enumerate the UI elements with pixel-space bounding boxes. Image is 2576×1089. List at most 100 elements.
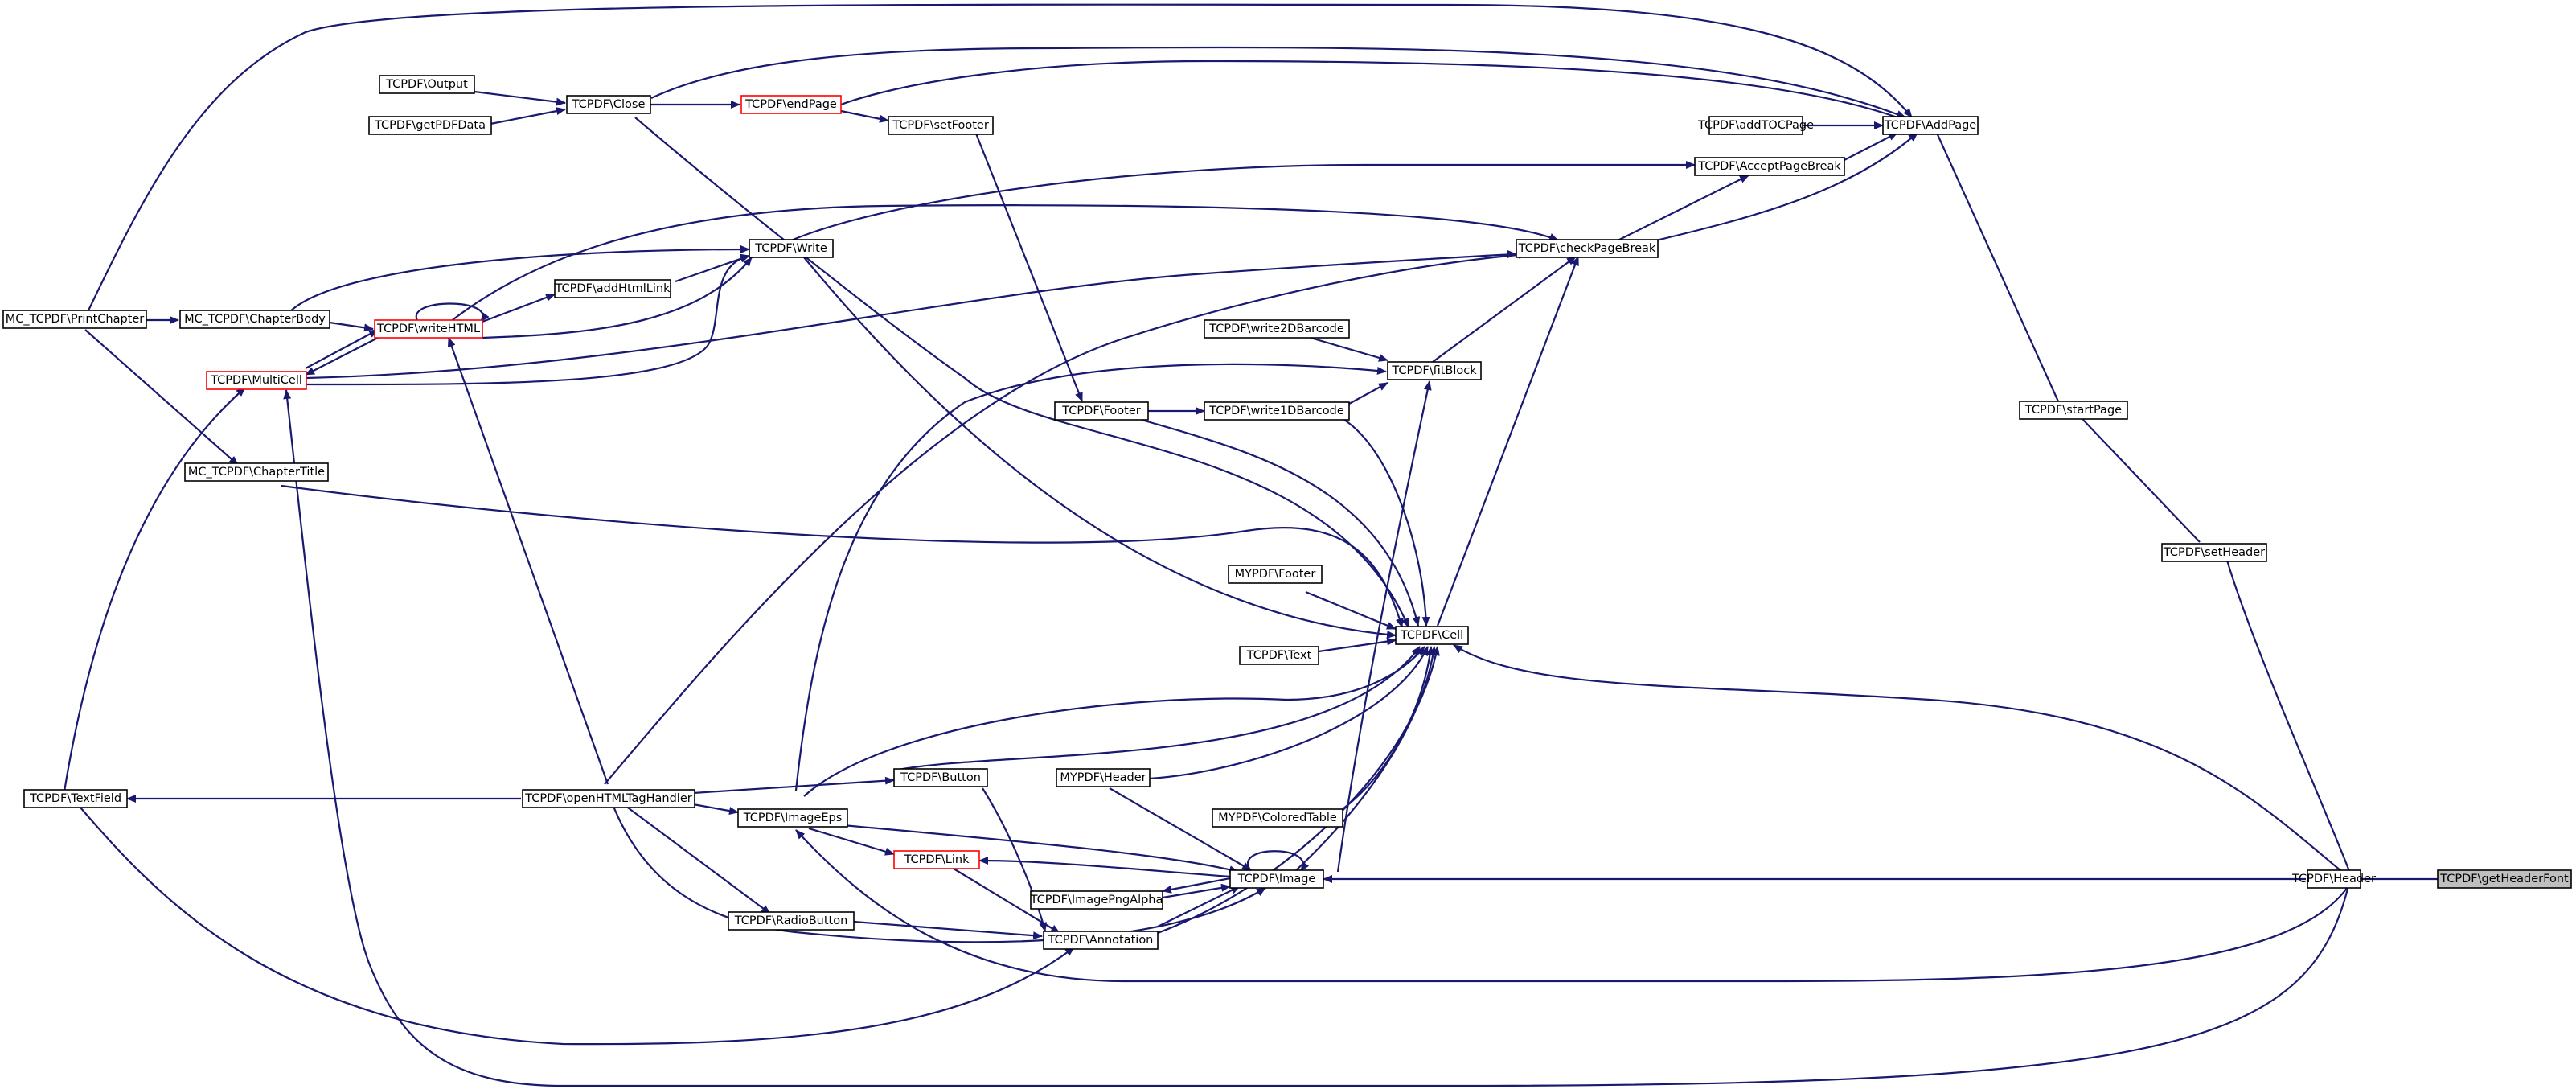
node-myheader[interactable]: MYPDF\Header bbox=[1056, 768, 1151, 787]
edge-image-to-cell bbox=[1294, 646, 1438, 873]
edge-acceptpagebreak-to-addpage bbox=[1840, 132, 1898, 162]
node-getheaderfont[interactable]: TCPDF\getHeaderFont bbox=[2437, 869, 2572, 889]
edge-imagepngalpha-to-image bbox=[1162, 883, 1231, 899]
node-label: TCPDF\endPage bbox=[744, 98, 837, 111]
node-label: TCPDF\Close bbox=[572, 98, 646, 111]
edge-close-to-cell bbox=[634, 117, 1410, 628]
node-cell[interactable]: TCPDF\Cell bbox=[1395, 626, 1469, 645]
node-startpage[interactable]: TCPDF\startPage bbox=[2019, 401, 2128, 420]
edge-checkpagebreak-to-addpage bbox=[1655, 132, 1918, 242]
node-printchapter[interactable]: MC_TCPDF\PrintChapter bbox=[2, 310, 147, 329]
edge-openhtml-to-image bbox=[609, 799, 1266, 943]
node-annotation[interactable]: TCPDF\Annotation bbox=[1043, 931, 1159, 950]
node-label: TCPDF\RadioButton bbox=[734, 914, 848, 927]
node-label: TCPDF\getPDFData bbox=[374, 119, 486, 132]
edge-myfooter-to-cell bbox=[1305, 590, 1397, 631]
node-checkpagebreak[interactable]: TCPDF\checkPageBreak bbox=[1516, 239, 1659, 258]
node-chaptertitle[interactable]: MC_TCPDF\ChapterTitle bbox=[184, 462, 329, 482]
function-nodes: TCPDF\getHeaderFont TCPDF\Header TCPDF\s… bbox=[2, 75, 2572, 950]
edge-textfield-to-annotation bbox=[80, 807, 1075, 1046]
node-image[interactable]: TCPDF\Image bbox=[1229, 869, 1324, 889]
node-setheader[interactable]: TCPDF\setHeader bbox=[2161, 543, 2267, 562]
node-write2dbarcode[interactable]: TCPDF\write2DBarcode bbox=[1204, 319, 1350, 339]
node-label: TCPDF\AddPage bbox=[1884, 119, 1977, 132]
node-write1dbarcode[interactable]: TCPDF\write1DBarcode bbox=[1204, 401, 1350, 421]
node-setfooter[interactable]: TCPDF\setFooter bbox=[888, 116, 994, 135]
call-edges bbox=[63, 3, 2447, 1087]
edge-writehtml-self bbox=[415, 302, 490, 323]
node-label: TCPDF\write2DBarcode bbox=[1208, 323, 1344, 335]
edge-fitblock-to-checkpagebreak bbox=[1432, 256, 1577, 363]
node-header[interactable]: TCPDF\Header bbox=[2291, 869, 2376, 889]
node-label: TCPDF\AcceptPageBreak bbox=[1697, 160, 1841, 173]
edge-chapterbody-to-write bbox=[289, 245, 750, 313]
node-radiobutton[interactable]: TCPDF\RadioButton bbox=[728, 911, 855, 931]
edge-textfield-to-multicell bbox=[63, 387, 246, 792]
node-label: MYPDF\Header bbox=[1060, 771, 1146, 784]
node-addhtmllink[interactable]: TCPDF\addHtmlLink bbox=[554, 279, 671, 298]
edge-printchapter-to-addpage bbox=[88, 3, 1913, 311]
node-label: TCPDF\TextField bbox=[29, 792, 121, 805]
edge-printchapter-to-chaptertitle bbox=[84, 329, 239, 466]
edge-annotation-to-image bbox=[1157, 886, 1241, 927]
edge-chaptertitle-to-cell bbox=[281, 484, 1404, 628]
node-label: TCPDF\Link bbox=[904, 853, 970, 866]
node-label: TCPDF\Write bbox=[754, 242, 827, 255]
node-label: TCPDF\writeHTML bbox=[376, 323, 480, 335]
edge-close-to-addpage bbox=[650, 46, 1906, 119]
node-output[interactable]: TCPDF\Output bbox=[379, 75, 475, 94]
edge-multicell-to-checkpagebreak bbox=[305, 250, 1517, 380]
node-addtocpage[interactable]: TCPDF\addTOCPage bbox=[1697, 116, 1814, 135]
edge-openhtml-to-button bbox=[692, 776, 895, 795]
node-chapterbody[interactable]: MC_TCPDF\ChapterBody bbox=[179, 310, 330, 329]
edge-header-to-imageeps bbox=[795, 829, 2348, 983]
edge-endpage-to-setfooter bbox=[840, 109, 889, 123]
edge-output-to-close bbox=[474, 90, 566, 106]
edge-write2dbarcode-to-fitblock bbox=[1310, 336, 1388, 362]
edge-writehtml-to-addhtmllink bbox=[482, 293, 556, 323]
node-label: TCPDF\Footer bbox=[1061, 405, 1140, 417]
node-endpage[interactable]: TCPDF\endPage bbox=[740, 95, 842, 114]
node-getpdfdata[interactable]: TCPDF\getPDFData bbox=[368, 116, 492, 135]
node-label: TCPDF\getHeaderFont bbox=[2439, 873, 2569, 886]
node-link[interactable]: TCPDF\Link bbox=[893, 850, 980, 869]
edge-imageeps-to-image bbox=[806, 820, 1239, 874]
edge-image-to-link bbox=[978, 857, 1231, 878]
edge-header-to-cell bbox=[1453, 644, 2342, 872]
node-label: TCPDF\startPage bbox=[2024, 404, 2122, 417]
edge-radiobutton-to-annotation bbox=[853, 920, 1043, 940]
node-coloredtable[interactable]: MYPDF\ColoredTable bbox=[1212, 808, 1343, 828]
node-label: TCPDF\checkPageBreak bbox=[1518, 242, 1656, 255]
edge-myheader-to-cell bbox=[1149, 646, 1429, 780]
node-imagepngalpha[interactable]: TCPDF\ImagePngAlpha bbox=[1030, 890, 1163, 910]
edge-addpage-to-startpage bbox=[1928, 121, 2060, 402]
edge-checkpagebreak-to-acceptpagebreak bbox=[1617, 175, 1749, 241]
edge-image-to-fitblock bbox=[1336, 380, 1432, 873]
node-openhtmltaghandler[interactable]: TCPDF\openHTMLTagHandler bbox=[522, 789, 695, 808]
node-label: MC_TCPDF\PrintChapter bbox=[6, 313, 145, 326]
node-label: TCPDF\Header bbox=[2291, 873, 2376, 886]
node-label: TCPDF\addHtmlLink bbox=[555, 282, 671, 295]
node-close[interactable]: TCPDF\Close bbox=[566, 95, 651, 114]
node-fitblock[interactable]: TCPDF\fitBlock bbox=[1387, 361, 1482, 380]
node-label: TCPDF\Button bbox=[900, 771, 981, 784]
node-multicell[interactable]: TCPDF\MultiCell bbox=[206, 371, 307, 390]
node-label: TCPDF\Cell bbox=[1400, 629, 1463, 642]
edge-imageeps-to-fitblock bbox=[794, 363, 1387, 791]
node-button[interactable]: TCPDF\Button bbox=[893, 768, 988, 787]
node-label: TCPDF\MultiCell bbox=[210, 374, 302, 387]
edge-openhtml-to-imageeps bbox=[692, 803, 739, 815]
edge-footer-to-cell bbox=[1141, 418, 1421, 627]
node-textfield[interactable]: TCPDF\TextField bbox=[23, 789, 128, 808]
node-acceptpagebreak[interactable]: TCPDF\AcceptPageBreak bbox=[1694, 157, 1845, 176]
edge-setfooter-to-footer bbox=[974, 133, 1084, 402]
node-addpage[interactable]: TCPDF\AddPage bbox=[1882, 116, 1979, 135]
node-label: TCPDF\write1DBarcode bbox=[1208, 405, 1344, 417]
node-label: TCPDF\fitBlock bbox=[1391, 364, 1477, 377]
node-footer[interactable]: TCPDF\Footer bbox=[1054, 401, 1149, 421]
node-writehtml[interactable]: TCPDF\writeHTML bbox=[374, 319, 483, 339]
node-myfooter[interactable]: MYPDF\Footer bbox=[1228, 565, 1323, 584]
node-text[interactable]: TCPDF\Text bbox=[1239, 646, 1319, 665]
node-imageeps[interactable]: TCPDF\ImageEps bbox=[737, 808, 848, 828]
node-write[interactable]: TCPDF\Write bbox=[749, 239, 834, 258]
